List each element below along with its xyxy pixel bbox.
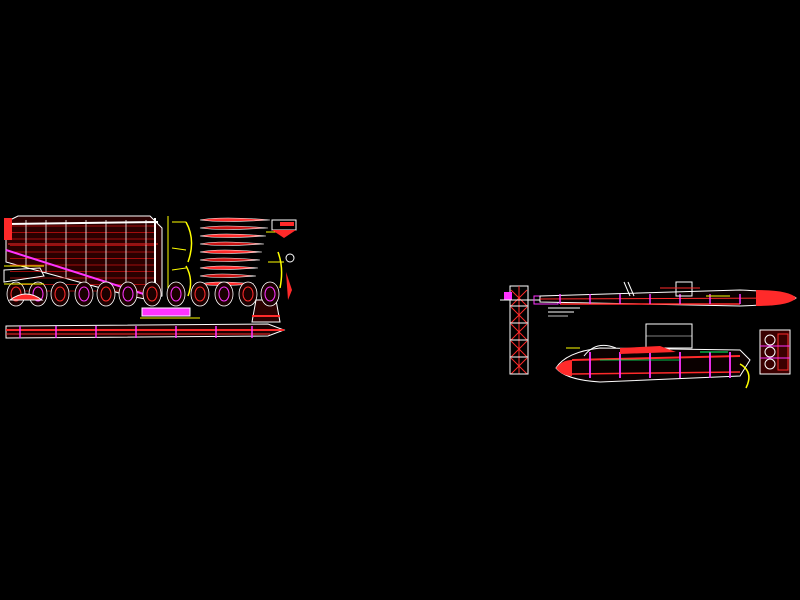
truss-brace xyxy=(510,357,528,375)
former xyxy=(260,281,280,307)
former xyxy=(214,281,234,307)
fuselage-uprights xyxy=(19,326,253,338)
former-cutout xyxy=(194,286,206,302)
nose-formers xyxy=(759,329,791,375)
airfoil-rib xyxy=(199,233,267,238)
former-cutout xyxy=(122,286,134,302)
stabilizer-profile xyxy=(3,265,45,301)
fuselage-top-view xyxy=(539,281,797,317)
former-cutout xyxy=(78,286,90,302)
former-cutout xyxy=(32,286,44,302)
former xyxy=(118,281,138,307)
truss-brace xyxy=(510,323,528,341)
fuselage-lower-view xyxy=(555,344,751,389)
tail-fin-parts xyxy=(185,221,283,297)
former-cutout xyxy=(170,286,182,302)
former-cutout xyxy=(54,286,66,302)
former xyxy=(74,281,94,307)
left-sheet xyxy=(3,215,297,339)
fuselage-lower-outline xyxy=(555,347,751,383)
former-cutout xyxy=(100,286,112,302)
airfoil-rib xyxy=(199,257,261,262)
truss-brace xyxy=(510,306,528,324)
wing-leading-edge xyxy=(7,221,159,225)
airfoil-rib xyxy=(199,225,269,230)
former xyxy=(142,281,162,307)
truss-brace xyxy=(510,340,528,358)
airfoil-rib xyxy=(199,217,271,222)
former-cutout xyxy=(218,286,230,302)
former-cutout xyxy=(10,286,22,302)
former-cutout xyxy=(264,286,276,302)
truss-brace xyxy=(510,289,528,307)
fuselage-side-view xyxy=(5,307,286,339)
former-cutout xyxy=(242,286,254,302)
former xyxy=(50,281,70,307)
canopy-hatch xyxy=(645,323,693,349)
airfoil-rib xyxy=(199,241,265,246)
right-sheet xyxy=(500,281,797,389)
former xyxy=(190,281,210,307)
wing-tip-block xyxy=(4,218,12,240)
former xyxy=(238,281,258,307)
airfoil-rib-templates xyxy=(199,217,271,286)
former xyxy=(166,281,186,307)
truss-frame xyxy=(500,285,560,375)
former xyxy=(96,281,116,307)
airfoil-rib xyxy=(199,273,257,278)
wing-outline xyxy=(5,215,163,301)
airfoil-rib xyxy=(199,249,263,254)
former-cutout xyxy=(146,286,158,302)
former xyxy=(28,281,48,307)
airfoil-rib xyxy=(199,265,259,270)
